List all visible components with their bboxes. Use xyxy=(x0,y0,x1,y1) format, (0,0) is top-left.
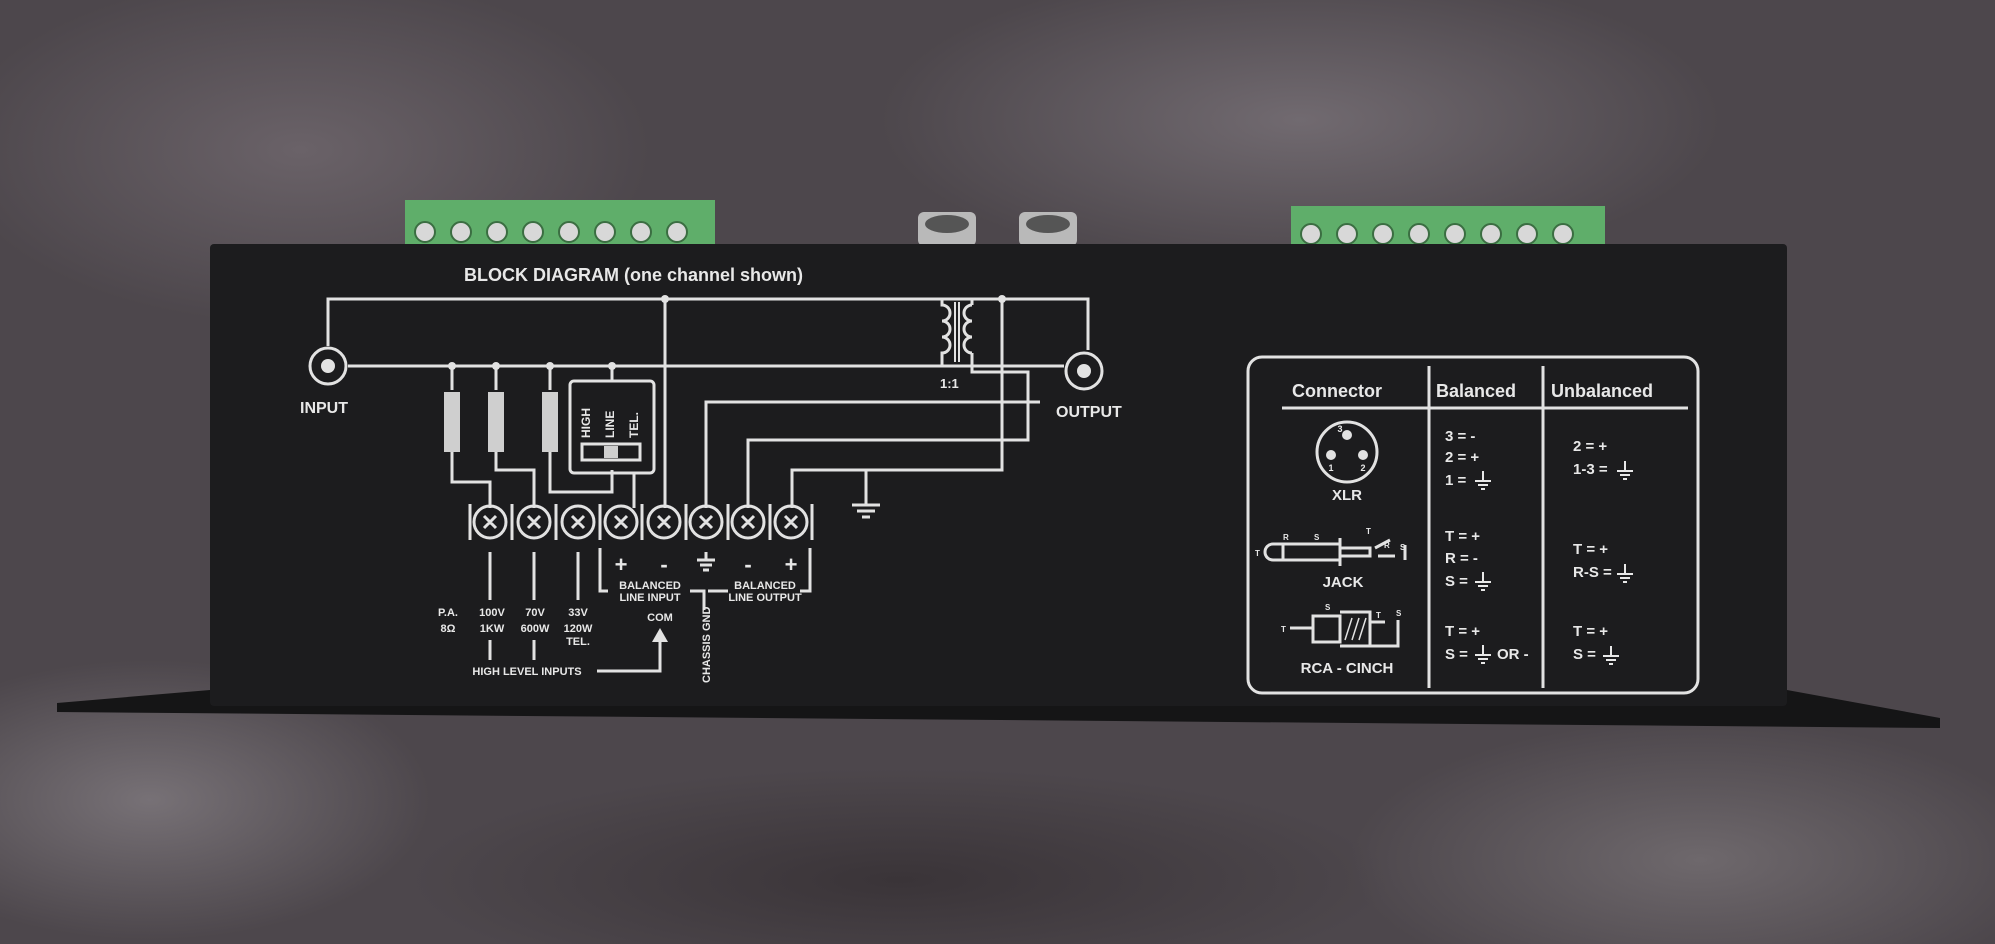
svg-text:1KW: 1KW xyxy=(480,623,505,635)
svg-text:2 = +: 2 = + xyxy=(1445,449,1479,466)
svg-text:R-S =: R-S = xyxy=(1573,564,1612,581)
terminal-block-right xyxy=(1291,206,1605,246)
rca-plug-icon: T S T S xyxy=(1281,603,1402,648)
svg-text:BALANCED: BALANCED xyxy=(619,580,681,592)
resistors xyxy=(444,295,1006,508)
svg-text:120W: 120W xyxy=(564,623,593,635)
svg-text:S =: S = xyxy=(1445,573,1468,590)
svg-text:3: 3 xyxy=(1337,424,1342,434)
input-jack-symbol xyxy=(308,346,348,386)
svg-text:S =: S = xyxy=(1445,646,1468,663)
ground-icon xyxy=(1475,461,1633,665)
svg-text:LINE OUTPUT: LINE OUTPUT xyxy=(728,592,802,604)
svg-text:R: R xyxy=(1283,533,1289,542)
svg-text:S: S xyxy=(1396,609,1402,618)
sign-minus-in: - xyxy=(660,552,667,577)
rca-jack-1 xyxy=(918,212,976,246)
terminal-block-left xyxy=(405,200,715,246)
xlr-connector-icon: 3 1 2 xyxy=(1315,420,1379,484)
svg-text:T = +: T = + xyxy=(1445,623,1480,640)
svg-text:1: 1 xyxy=(1328,463,1333,473)
com-label: COM xyxy=(647,612,673,624)
svg-text:HIGH: HIGH xyxy=(579,408,593,438)
transformer-ratio: 1:1 xyxy=(940,376,959,391)
svg-text:2 = +: 2 = + xyxy=(1573,438,1607,455)
svg-text:T = +: T = + xyxy=(1573,541,1608,558)
svg-text:3 = -: 3 = - xyxy=(1445,428,1475,445)
svg-text:T: T xyxy=(1255,549,1260,558)
svg-text:TEL.: TEL. xyxy=(627,412,641,438)
svg-text:70V: 70V xyxy=(525,607,545,619)
header-connector: Connector xyxy=(1292,381,1382,401)
svg-text:R: R xyxy=(1384,541,1390,550)
svg-text:S: S xyxy=(1314,533,1320,542)
level-switch-symbol: HIGH LINE TEL. xyxy=(568,366,656,508)
sign-plus-out: + xyxy=(785,552,798,577)
jack-label: JACK xyxy=(1323,574,1364,591)
chassis-gnd-label: CHASSIS GND xyxy=(701,607,713,683)
xlr-label: XLR xyxy=(1332,487,1362,504)
svg-text:T: T xyxy=(1366,527,1371,536)
svg-text:1 =: 1 = xyxy=(1445,472,1467,489)
svg-text:T: T xyxy=(1281,625,1286,634)
sign-plus-in: + xyxy=(615,552,628,577)
svg-text:P.A.: P.A. xyxy=(438,607,458,619)
sign-minus-out: - xyxy=(744,552,751,577)
svg-text:LINE INPUT: LINE INPUT xyxy=(619,592,680,604)
svg-text:LINE: LINE xyxy=(603,411,617,438)
svg-text:OR -: OR - xyxy=(1497,646,1529,663)
svg-text:1-3 =: 1-3 = xyxy=(1573,461,1608,478)
svg-text:S: S xyxy=(1325,603,1331,612)
svg-text:600W: 600W xyxy=(521,623,550,635)
rca-jack-2 xyxy=(1019,212,1077,246)
high-level-inputs-label: HIGH LEVEL INPUTS xyxy=(472,666,581,678)
jack-plug-icon: T R S T R S xyxy=(1255,527,1407,566)
svg-text:T: T xyxy=(1376,611,1381,620)
svg-text:8Ω: 8Ω xyxy=(441,623,456,635)
block-diagram: BLOCK DIAGRAM (one channel shown) INPUT … xyxy=(300,265,1122,683)
diagram-title: BLOCK DIAGRAM (one channel shown) xyxy=(464,265,803,285)
connector-wiring-table: Connector Balanced Unbalanced 3 1 2 XLR … xyxy=(1246,355,1700,695)
output-label: OUTPUT xyxy=(1056,404,1122,421)
svg-text:T = +: T = + xyxy=(1573,623,1608,640)
svg-text:33V: 33V xyxy=(568,607,588,619)
svg-text:R = -: R = - xyxy=(1445,550,1478,567)
header-unbalanced: Unbalanced xyxy=(1551,381,1653,401)
transformer-symbol xyxy=(746,297,1030,508)
device-panel xyxy=(210,244,1787,706)
header-balanced: Balanced xyxy=(1436,381,1516,401)
svg-text:2: 2 xyxy=(1360,463,1365,473)
svg-text:BALANCED: BALANCED xyxy=(734,580,796,592)
svg-text:S: S xyxy=(1400,543,1406,552)
output-jack-symbol xyxy=(1064,351,1104,391)
svg-text:S =: S = xyxy=(1573,646,1596,663)
rca-label: RCA - CINCH xyxy=(1301,660,1394,677)
svg-text:100V: 100V xyxy=(479,607,505,619)
input-label: INPUT xyxy=(300,400,348,417)
svg-text:TEL.: TEL. xyxy=(566,636,590,648)
svg-text:T = +: T = + xyxy=(1445,528,1480,545)
screw-terminal-row xyxy=(468,504,814,540)
